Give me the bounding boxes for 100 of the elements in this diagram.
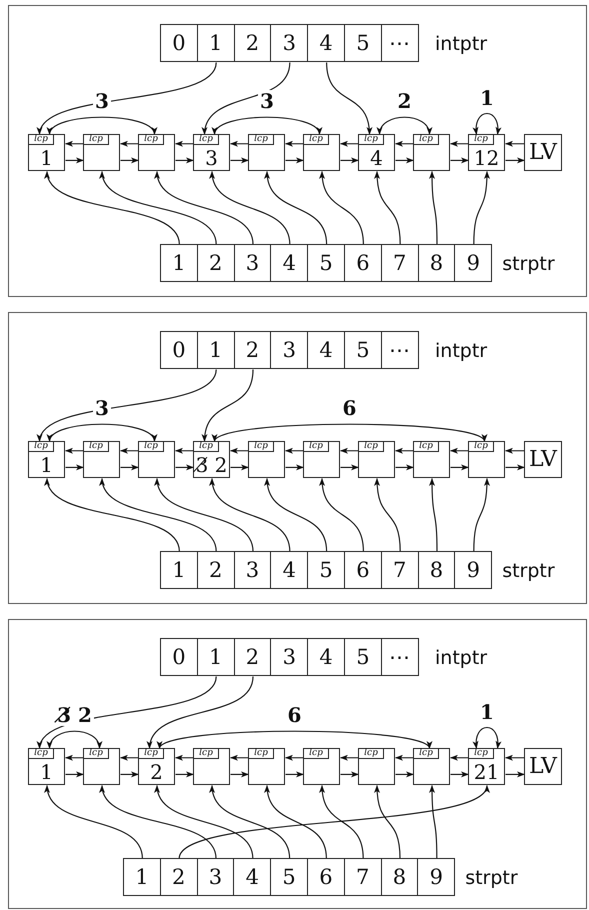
list-node (413, 748, 450, 785)
list-node (138, 441, 175, 478)
lcp-tag: lcp (83, 134, 109, 145)
list-end-box: LV (524, 748, 562, 785)
lcp-tag: lcp (193, 134, 219, 145)
arrow (66, 464, 84, 470)
curved-arrow (46, 478, 180, 552)
lcp-tag: lcp (358, 748, 384, 759)
list-node (358, 748, 395, 785)
list-node (28, 134, 65, 171)
arrow (230, 771, 249, 778)
arrow (396, 464, 414, 470)
lcp-tag: lcp (83, 441, 109, 452)
curved-arrow (46, 171, 180, 245)
lcp-tag: lcp (28, 441, 54, 452)
array-cell: 8 (380, 858, 418, 896)
curved-arrow (38, 369, 217, 442)
curved-arrow (429, 785, 438, 858)
node-value: 21 (472, 760, 500, 784)
array-cell: 4 (307, 331, 345, 369)
list-node (193, 748, 230, 785)
curved-arrow (264, 785, 327, 859)
curved-arrow (202, 369, 254, 442)
node-value: 1 (39, 146, 54, 170)
list-node (413, 441, 450, 478)
arrow (285, 140, 304, 147)
array-cell: 3 (270, 638, 308, 676)
lcp-tag: lcp (193, 441, 219, 452)
curved-arrow (320, 171, 364, 245)
curved-arrow (100, 478, 217, 552)
list-node (303, 134, 340, 171)
list-node (138, 134, 175, 171)
lcp-tag: lcp (138, 134, 164, 145)
arrow (230, 157, 249, 164)
list-node (83, 748, 120, 785)
list-node (248, 441, 285, 478)
arrow (340, 448, 358, 454)
arrow (396, 771, 414, 778)
array-cell: 1 (160, 244, 198, 282)
array-cell: 4 (233, 858, 272, 896)
arrow (340, 140, 358, 147)
array-cell: 4 (307, 638, 345, 676)
curved-arrow (264, 171, 328, 245)
array-cell: 9 (454, 244, 492, 282)
array-cell: 8 (418, 551, 456, 589)
array-cell: 2 (234, 24, 272, 62)
array-cell: 2 (196, 551, 235, 589)
lcp-tag: lcp (28, 134, 54, 145)
array-cell: 1 (123, 858, 161, 896)
curved-arrow (148, 676, 254, 749)
array-name: intptr (435, 647, 488, 669)
array-name: intptr (435, 33, 488, 55)
array-cell: 1 (196, 331, 235, 369)
arrow (286, 464, 304, 470)
array-cell: 1 (160, 551, 198, 589)
list-node (83, 134, 120, 171)
arrow (450, 140, 468, 147)
arrow (120, 448, 138, 454)
arrow (175, 754, 194, 761)
curved-arrow (155, 171, 254, 245)
curved-arrow (210, 478, 290, 552)
arc-arrow (473, 112, 501, 135)
array-cell: 3 (196, 858, 234, 896)
curved-arrow (374, 785, 401, 859)
array-cell: ⋯ (380, 638, 419, 676)
array-cell: 9 (417, 858, 456, 896)
curved-arrow (202, 62, 290, 135)
arrow (450, 157, 469, 164)
array-cell: 3 (234, 551, 272, 589)
lcp-tag: lcp (248, 134, 274, 145)
array-cell: 5 (307, 244, 345, 282)
arrow (120, 157, 139, 164)
arrow (396, 157, 414, 164)
array-cell: ⋯ (380, 331, 419, 369)
array-name: intptr (435, 340, 488, 362)
node-value: 4 (369, 146, 384, 170)
curved-arrow (320, 785, 364, 859)
arrow (120, 140, 138, 147)
arrow (65, 448, 84, 454)
arrow (506, 464, 525, 470)
array-cell: 0 (160, 638, 198, 676)
arc-arrow (48, 730, 102, 749)
lcp-tag: lcp (413, 441, 439, 452)
curved-arrow (374, 171, 401, 245)
array-cell: 7 (344, 858, 382, 896)
list-node (468, 134, 505, 171)
curved-arrow (45, 785, 143, 859)
array-cell: 1 (196, 638, 235, 676)
array-cell: 3 (270, 24, 308, 62)
node-value: 1 (39, 760, 54, 784)
lcp-tag: lcp (83, 748, 109, 759)
node-value: 3̸ 2 (194, 453, 229, 477)
list-node (28, 748, 65, 785)
arrow (120, 771, 139, 778)
list-node (358, 441, 395, 478)
lcp-tag: lcp (413, 134, 439, 145)
lcp-tag: lcp (28, 748, 54, 759)
array-cell: 3 (270, 331, 308, 369)
node-value: 1 (39, 453, 54, 477)
list-end-box: LV (524, 441, 562, 478)
